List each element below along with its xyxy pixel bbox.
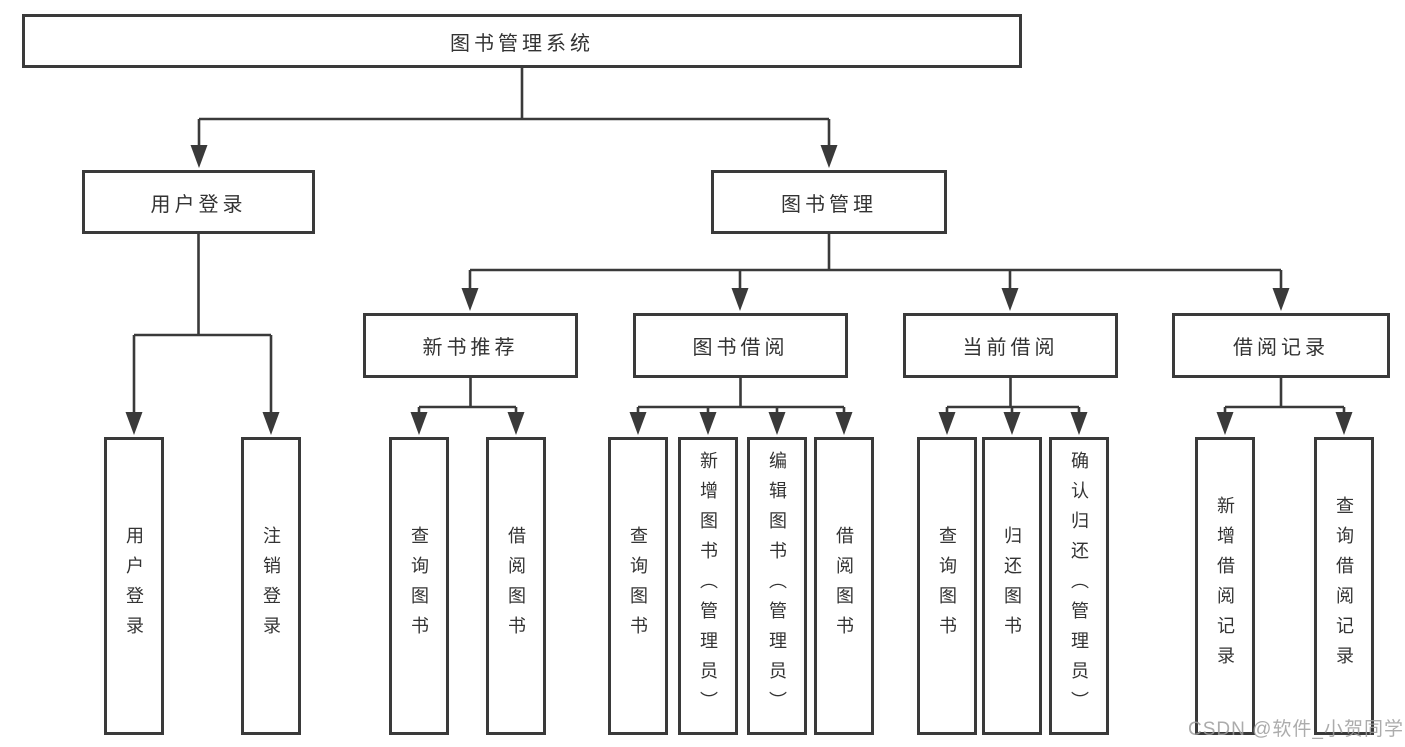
node-leaf-add-book-admin: 新增图书（管理员） — [678, 437, 738, 735]
node-label: 用户登录 — [150, 193, 247, 216]
node-new-book-recommend: 新书推荐 — [363, 313, 578, 378]
node-label: 用户登录 — [124, 526, 144, 646]
arrow-icon — [1001, 288, 1019, 311]
node-label: 确认归还（管理员） — [1069, 451, 1089, 721]
node-label: 查询借阅记录 — [1334, 496, 1354, 676]
node-leaf-borrow-books-recommend: 借阅图书 — [486, 437, 546, 735]
node-book-management: 图书管理 — [711, 170, 947, 234]
node-leaf-confirm-return-admin: 确认归还（管理员） — [1049, 437, 1109, 735]
node-leaf-user-login: 用户登录 — [104, 437, 164, 735]
node-leaf-add-borrow-record: 新增借阅记录 — [1195, 437, 1255, 735]
node-label: 新增借阅记录 — [1215, 496, 1235, 676]
arrow-icon — [1070, 412, 1088, 435]
arrow-icon — [190, 145, 208, 168]
node-leaf-query-books-borrowing: 查询图书 — [608, 437, 668, 735]
node-label: 查询图书 — [409, 526, 429, 646]
node-leaf-return-books: 归还图书 — [982, 437, 1042, 735]
csdn-watermark: CSDN @软件_小贺同学 — [1188, 719, 1404, 740]
arrow-icon — [731, 288, 749, 311]
node-label: 借阅图书 — [506, 526, 526, 646]
node-label: 图书管理 — [781, 193, 877, 216]
arrow-icon — [699, 412, 717, 435]
node-label: 查询图书 — [937, 526, 957, 646]
node-leaf-logout: 注销登录 — [241, 437, 301, 735]
node-label: 新增图书（管理员） — [698, 451, 718, 721]
arrow-icon — [1003, 412, 1021, 435]
arrow-icon — [768, 412, 786, 435]
arrow-icon — [1335, 412, 1353, 435]
node-book-borrowing: 图书借阅 — [633, 313, 848, 378]
node-label: 注销登录 — [261, 526, 281, 646]
node-label: 借阅记录 — [1233, 337, 1329, 359]
arrow-icon — [629, 412, 647, 435]
arrow-icon — [938, 412, 956, 435]
node-label: 查询图书 — [628, 526, 648, 646]
node-label: 新书推荐 — [422, 337, 519, 359]
node-library-management-system: 图书管理系统 — [22, 14, 1022, 68]
arrow-icon — [1272, 288, 1290, 311]
node-label: 当前借阅 — [962, 337, 1059, 359]
node-current-borrowing: 当前借阅 — [903, 313, 1118, 378]
node-label: 归还图书 — [1002, 526, 1022, 646]
node-label: 借阅图书 — [834, 526, 854, 646]
arrow-icon — [461, 288, 479, 311]
arrow-icon — [410, 412, 428, 435]
node-leaf-query-books-recommend: 查询图书 — [389, 437, 449, 735]
node-borrowing-records: 借阅记录 — [1172, 313, 1390, 378]
arrow-icon — [262, 412, 280, 435]
node-leaf-query-books-current: 查询图书 — [917, 437, 977, 735]
arrow-icon — [125, 412, 143, 435]
node-label: 图书管理系统 — [450, 32, 594, 55]
node-leaf-query-borrow-record: 查询借阅记录 — [1314, 437, 1374, 735]
node-label: 图书借阅 — [692, 337, 789, 359]
arrow-icon — [835, 412, 853, 435]
arrow-icon — [820, 145, 838, 168]
arrow-icon — [1216, 412, 1234, 435]
node-leaf-borrow-books-borrowing: 借阅图书 — [814, 437, 874, 735]
node-leaf-edit-book-admin: 编辑图书（管理员） — [747, 437, 807, 735]
node-label: 编辑图书（管理员） — [767, 451, 787, 721]
arrow-icon — [507, 412, 525, 435]
node-user-login: 用户登录 — [82, 170, 315, 234]
